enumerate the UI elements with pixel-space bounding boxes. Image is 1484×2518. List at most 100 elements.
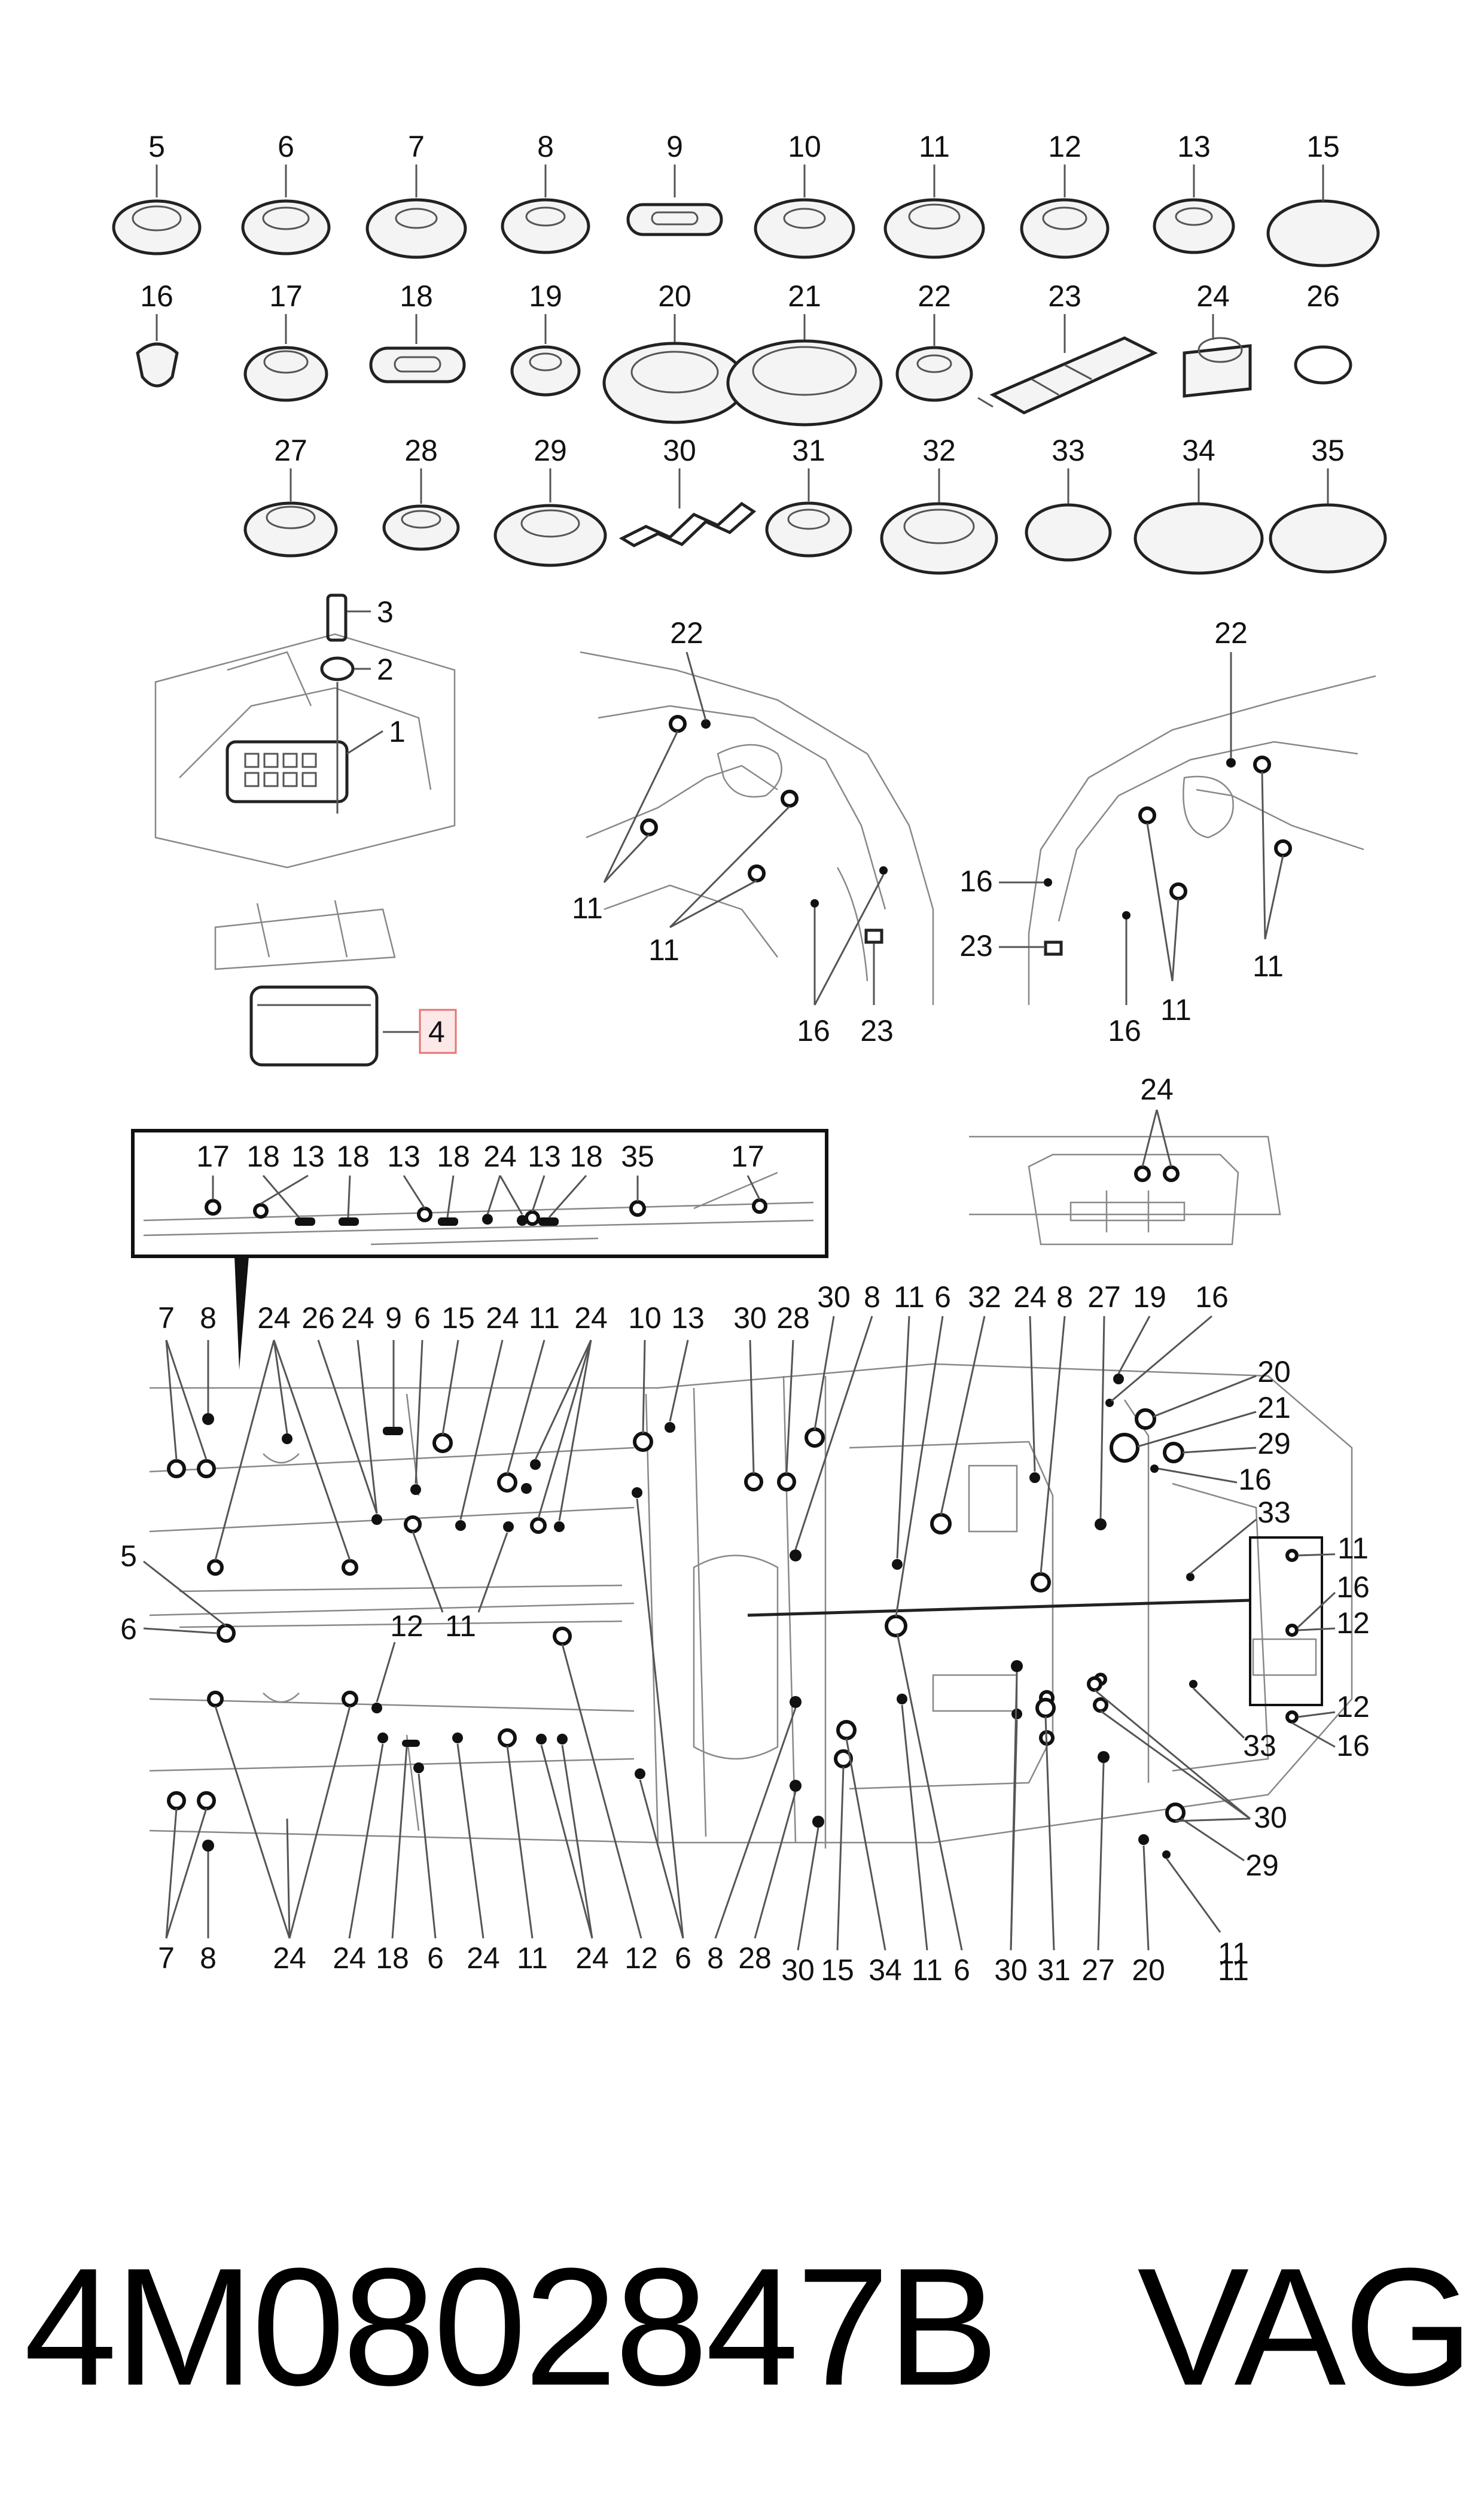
- callout-label: 30: [1254, 1801, 1287, 1834]
- detail-pointer: [234, 1256, 249, 1370]
- callout-label: 9: [385, 1301, 402, 1335]
- callout-label: 13: [387, 1140, 420, 1173]
- brand-name: VAG: [1137, 2234, 1474, 2420]
- part-label: 27: [274, 434, 307, 467]
- callout-label: 28: [776, 1301, 810, 1335]
- tunnel-detail: 24: [969, 1073, 1281, 1246]
- part-label: 15: [1306, 130, 1340, 163]
- parts-row-1: 5 6 7 8 9 10 11 12 13: [112, 130, 1380, 267]
- callout-label: 12: [390, 1609, 423, 1643]
- callout-label: 24: [273, 1941, 306, 1975]
- callout-label: 34: [869, 1953, 902, 1987]
- fastener-markers: [167, 1374, 1299, 1859]
- callout-label: 11: [1160, 993, 1192, 1027]
- part-label: 16: [140, 279, 173, 313]
- nut-icon: [320, 656, 355, 681]
- part-label: 24: [1196, 279, 1230, 313]
- part-label: 21: [788, 279, 821, 313]
- callout-label: 33: [1243, 1729, 1276, 1762]
- callout-label: 27: [1081, 1953, 1115, 1987]
- grommet-icon: [493, 504, 607, 567]
- grommet-icon: [241, 199, 331, 255]
- floor-pan-diagram: [149, 1363, 1353, 1859]
- callout-label: 17: [196, 1140, 230, 1173]
- blanking-plug-icon: [726, 339, 883, 427]
- washer-icon: [1294, 345, 1352, 385]
- callout-label: 15: [441, 1301, 475, 1335]
- callout-label: 8: [200, 1301, 217, 1335]
- footer-bar: 4M0802847B VAG: [24, 2231, 1474, 2423]
- callout-label: 15: [821, 1953, 854, 1987]
- wiring-connector: [249, 985, 379, 1067]
- callout-label: 11: [445, 1609, 476, 1643]
- floor-labels-right: 20 21 29 16 33 11 16 12 12 16 33 30 29 1…: [1094, 1355, 1370, 1970]
- callout-label: 17: [731, 1140, 764, 1173]
- callout-label: 23: [860, 1014, 894, 1048]
- part-label: 7: [408, 130, 425, 163]
- callout-label: 22: [1214, 616, 1248, 650]
- callout-label: 6: [120, 1612, 137, 1646]
- callout-label: 12: [1336, 1606, 1370, 1640]
- callout-label: 11: [1253, 949, 1284, 983]
- callout-label: 21: [1257, 1391, 1291, 1424]
- callout-label: 11: [894, 1280, 925, 1314]
- callout-label: 6: [427, 1941, 444, 1975]
- part-label: 18: [400, 279, 433, 313]
- floor-labels-bottom: 7 8 24 24 18 6 24 11 24 12 6 8 28 30 15 …: [158, 1498, 1249, 1987]
- part-label: 19: [529, 279, 562, 313]
- callout-label: 18: [246, 1140, 280, 1173]
- callout-label: 30: [781, 1953, 815, 1987]
- callout-label: 19: [1133, 1280, 1166, 1314]
- callout-label: 8: [1056, 1280, 1073, 1314]
- blanking-plug-icon: [1133, 502, 1264, 575]
- callout-label: 8: [707, 1941, 724, 1975]
- parts-row-2: 16 17 18 19 20 21 22 23 24: [136, 279, 1352, 427]
- callout-label: 26: [301, 1301, 335, 1335]
- callout-label: 11: [1218, 1937, 1249, 1970]
- grommet-icon: [112, 199, 202, 255]
- callout-label: 16: [1238, 1463, 1272, 1496]
- callout-label: 11: [529, 1301, 560, 1335]
- part-label: 22: [918, 279, 951, 313]
- callout-label: 11: [912, 1953, 943, 1987]
- callout-label: 24: [333, 1941, 366, 1975]
- part-label: 9: [666, 130, 683, 163]
- blanking-plug-icon: [1266, 199, 1380, 267]
- callout-label: 7: [158, 1941, 175, 1975]
- floor-labels-left: 5 6 12 11: [120, 1531, 508, 1703]
- part-label: 33: [1052, 434, 1085, 467]
- part-label: 8: [537, 130, 554, 163]
- callout-label: 13: [291, 1140, 325, 1173]
- callout-label: 13: [671, 1301, 705, 1335]
- part-label: 31: [792, 434, 825, 467]
- callout-label: 35: [621, 1140, 654, 1173]
- part-label: 11: [919, 130, 950, 163]
- callout-label: 22: [670, 616, 703, 650]
- callout-label: 16: [1108, 1014, 1141, 1048]
- callout-label: 24: [467, 1941, 500, 1975]
- callout-label: 4: [428, 1015, 445, 1049]
- callout-label: 24: [1013, 1280, 1047, 1314]
- callout-label: 13: [528, 1140, 561, 1173]
- wheelarch-detail-right: 22 16 23 16 11 11: [959, 616, 1376, 1048]
- callout-label: 20: [1257, 1355, 1291, 1389]
- callout-label: 11: [517, 1941, 548, 1975]
- callout-label: 16: [1336, 1729, 1370, 1762]
- part-label: 26: [1306, 279, 1340, 313]
- part-number: 4M0802847B: [24, 2234, 999, 2420]
- adhesive-patch: [1044, 940, 1063, 956]
- callout-label: 11: [1218, 1953, 1249, 1987]
- sill-detail: 17 18 13 18 13 18 24 13 18 35 17: [131, 1129, 828, 1370]
- callout-label: 8: [200, 1941, 217, 1975]
- callout-label: 3: [377, 595, 394, 629]
- oval-plug-icon: [369, 346, 466, 383]
- callout-label: 24: [257, 1301, 291, 1335]
- part-label: 29: [534, 434, 567, 467]
- part-label: 12: [1048, 130, 1081, 163]
- callout-label: 24: [574, 1301, 608, 1335]
- callout-label: 24: [341, 1301, 374, 1335]
- callout-label: 1: [389, 715, 406, 748]
- callout-label: 18: [437, 1140, 470, 1173]
- callout-label: 6: [934, 1280, 951, 1314]
